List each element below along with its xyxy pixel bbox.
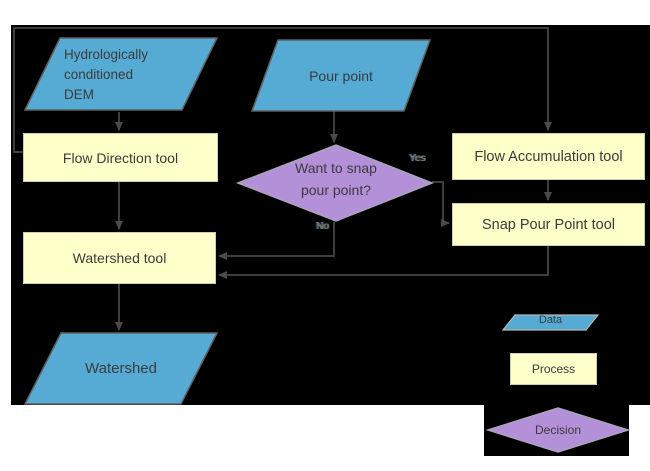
pour-point-parallelogram [250,39,432,112]
flow-direction-tool-node: Flow Direction tool [23,133,218,182]
decision-diamond [235,144,435,222]
snap-pour-point-tool-label: Snap Pour Point tool [481,216,615,233]
watershed-tool-label: Watershed tool [72,250,167,266]
edge-flow-direction-to-flow-accumulation [13,27,552,153]
flow-direction-tool-label: Flow Direction tool [62,149,179,166]
flow-accumulation-tool-node: Flow Accumulation tool [452,133,645,180]
flow-accumulation-tool-label: Flow Accumulation tool [474,148,623,165]
legend-decision-diamond [485,407,631,453]
watershed-tool-node: Watershed tool [23,232,216,284]
edge-decision-no-to-watershed-tool [218,222,335,260]
snap-pour-point-tool-node: Snap Pour Point tool [452,203,645,246]
no-edge-label: No [316,221,329,232]
legend-process-box: Process [510,353,597,385]
edge-snap-pour-point-to-watershed-tool [218,246,549,279]
dem-parallelogram [23,37,219,111]
yes-edge-label: Yes [409,153,426,164]
legend-process-label: Process [531,362,576,376]
edge-decision-yes-to-snap-pour-point [432,181,450,227]
legend-data-parallelogram [501,314,600,331]
watershed-parallelogram [23,332,219,405]
